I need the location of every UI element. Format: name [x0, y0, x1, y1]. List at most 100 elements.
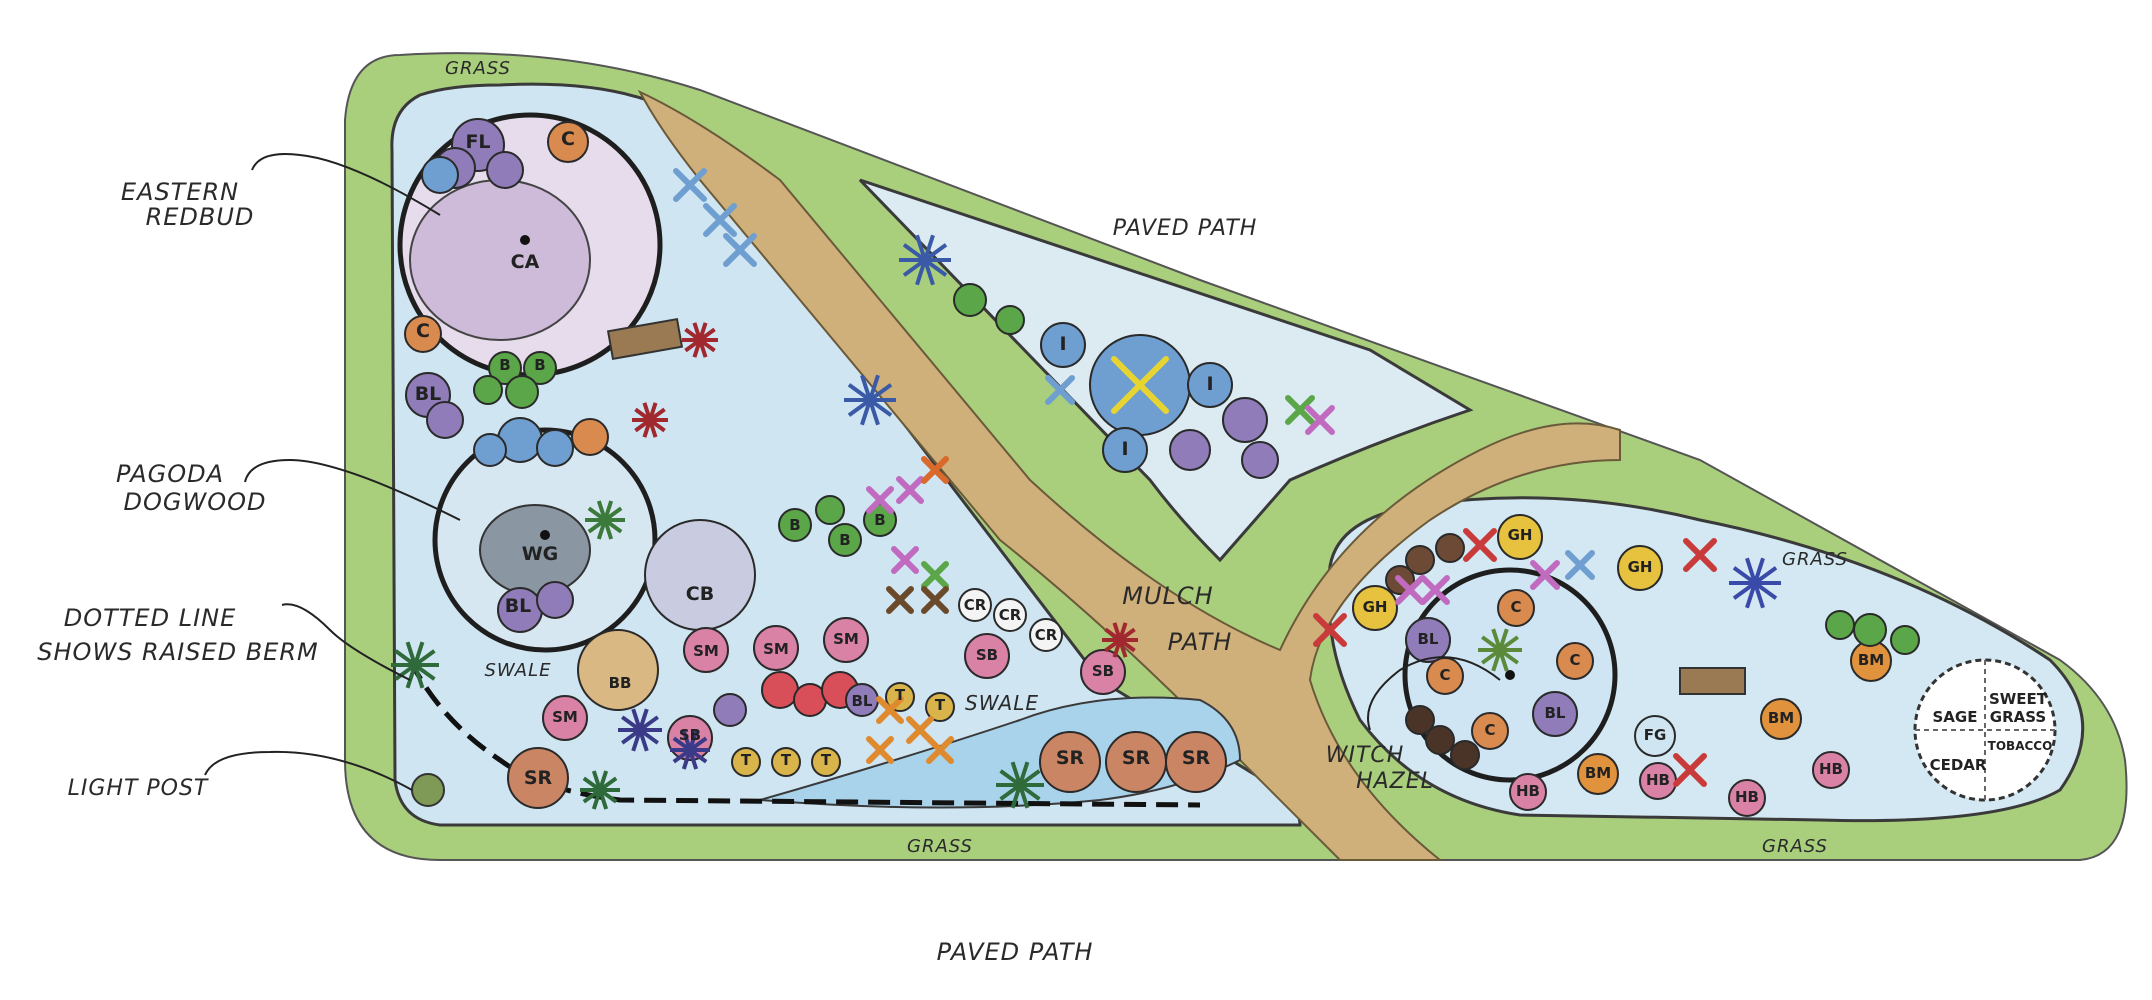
swale-label: SWALE — [965, 691, 1039, 715]
plant-label-hb: HB — [1646, 771, 1670, 789]
plant-label-t: T — [895, 686, 906, 704]
blue-shrub — [421, 156, 459, 194]
green-shrub — [953, 283, 987, 317]
orange-shrub — [1577, 753, 1619, 795]
yellow-shrub — [1352, 585, 1398, 631]
herb-circle-labels: SAGE SWEET GRASS CEDAR TOBACCO — [1930, 690, 2053, 774]
cross-plant — [1111, 356, 1169, 414]
lavender-shrub — [536, 581, 574, 619]
plant-label-bl: BL — [415, 383, 442, 405]
orange-shrub — [1556, 642, 1594, 680]
plant-label-sr: SR — [1056, 747, 1085, 769]
green-shrub — [523, 351, 557, 385]
plant-label-fl: FL — [465, 131, 490, 153]
plant-label-hb: HB — [1819, 760, 1843, 778]
yellow-shrub — [925, 692, 955, 722]
plant-label-sb: SB — [679, 726, 701, 744]
cross-plant — [896, 476, 924, 504]
cross-plant — [1045, 375, 1075, 405]
green-shrub — [473, 375, 503, 405]
white-shrub — [993, 598, 1027, 632]
plant-label-sm: SM — [552, 708, 578, 726]
plant-label-bm: BM — [1585, 764, 1611, 782]
callout-raised-berm: DOTTED LINE — [64, 604, 237, 632]
callout-pagoda-dogwood: PAGODA — [116, 460, 224, 488]
grass-label: GRASS — [907, 836, 973, 857]
grass-tuft — [682, 322, 718, 358]
plant-label-c: C — [1484, 721, 1495, 739]
rose-shrub — [1039, 731, 1101, 793]
plant-label-sm: SM — [693, 642, 719, 660]
cross-plant — [1285, 395, 1315, 425]
plant-label-t: T — [821, 751, 832, 769]
green-shrub — [1825, 610, 1855, 640]
plant-label-hb: HB — [1735, 788, 1759, 806]
white-shrub — [958, 588, 992, 622]
blue-shrub — [1187, 362, 1233, 408]
callout-eastern-redbud: EASTERN — [121, 178, 239, 206]
swale-label: SWALE — [484, 660, 551, 681]
plant-label-c: C — [416, 320, 430, 342]
pink-shrub — [542, 695, 588, 741]
plant-label-ca: CA — [511, 251, 540, 273]
cross-plant — [921, 456, 949, 484]
cross-plant — [1305, 405, 1335, 435]
grass-tuft — [580, 770, 620, 810]
plant-label-bb: BB — [609, 674, 632, 692]
plant-label-i: I — [1059, 333, 1066, 355]
pink-shrub — [753, 625, 799, 671]
plant-label-wg: WG — [522, 543, 559, 565]
cross-plant — [723, 233, 757, 267]
pink-shrub — [683, 627, 729, 673]
blue-shrub — [1634, 715, 1676, 757]
grass-tuft — [585, 500, 625, 540]
herb-label-sage: SAGE — [1933, 708, 1978, 726]
lavender-shrub — [713, 693, 747, 727]
grass-tuft — [1478, 628, 1522, 672]
raised-berm-line — [407, 658, 1201, 808]
plant-label-bm: BM — [1768, 709, 1794, 727]
plant-label-bm: BM — [1858, 651, 1884, 669]
cross-plant — [876, 696, 904, 724]
blue-shrub — [1102, 427, 1148, 473]
cross-plant — [1565, 550, 1595, 580]
white-shrub — [1029, 618, 1063, 652]
green-shrub — [488, 351, 522, 385]
callout-pagoda-dogwood: DOGWOOD — [124, 488, 267, 516]
blue-shrub — [536, 429, 574, 467]
plant-label-bl: BL — [852, 692, 873, 710]
bench — [606, 317, 684, 361]
plant-label-cr: CR — [964, 596, 987, 614]
cross-plant — [866, 736, 894, 764]
plant-label-bl: BL — [1418, 630, 1439, 648]
plant-label-sr: SR — [1122, 747, 1151, 769]
plant-label-c: C — [561, 128, 575, 150]
area-labels: GRASS GRASS GRASS GRASS PAVED PATH PAVED… — [445, 58, 1847, 966]
cross-plant — [926, 736, 954, 764]
plant-label-bl: BL — [505, 595, 532, 617]
grass-label: GRASS — [1762, 836, 1828, 857]
brown-shrub — [1435, 533, 1465, 563]
orange-shrub — [1471, 712, 1509, 750]
plant-label-b: B — [534, 356, 545, 374]
cross-plant — [886, 586, 914, 614]
callout-raised-berm: SHOWS RAISED BERM — [37, 638, 318, 666]
callout-light-post: LIGHT POST — [68, 776, 209, 801]
plant-label-b: B — [789, 516, 800, 534]
plant-label-t: T — [935, 696, 946, 714]
green-shrub — [815, 495, 845, 525]
lavender-shrub — [1241, 441, 1279, 479]
grass-tuft — [1102, 622, 1138, 658]
grass-tuft — [996, 761, 1044, 809]
green-shrub — [828, 523, 862, 557]
green-shrub — [995, 305, 1025, 335]
mulch-path — [637, 89, 1621, 861]
grass-tuft — [618, 708, 662, 752]
blue-shrub — [1040, 322, 1086, 368]
plant-label-gh: GH — [1363, 598, 1388, 616]
cross-plant — [891, 546, 919, 574]
cross-plant — [921, 586, 949, 614]
plant-label-cr: CR — [999, 606, 1022, 624]
accent-group — [391, 168, 1781, 810]
grass-tuft — [391, 641, 439, 689]
